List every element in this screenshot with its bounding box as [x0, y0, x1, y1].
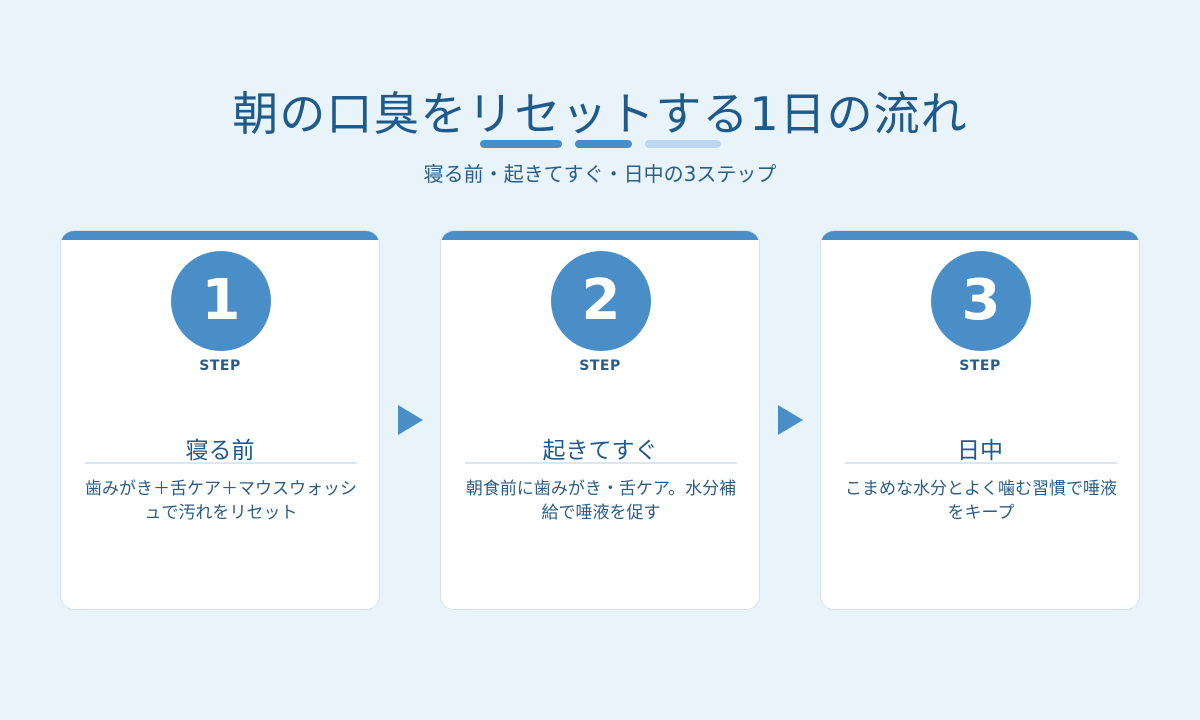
- step-description: 歯みがき＋舌ケア＋マウスウォッシュで汚れをリセット: [85, 479, 357, 523]
- step-description: 朝食前に歯みがき・舌ケア。水分補給で唾液を促す: [465, 479, 737, 523]
- step-card-1: 1 STEP 寝る前 歯みがき＋舌ケア＋マウスウォッシュで汚れをリセット: [60, 230, 380, 610]
- step-number-badge: 2: [551, 251, 651, 351]
- card-top-bar: [441, 231, 759, 240]
- title-underline-decoration: [0, 140, 1200, 150]
- step-card-2: 2 STEP 起きてすぐ 朝食前に歯みがき・舌ケア。水分補給で唾液を促す: [440, 230, 760, 610]
- step-title: 日中: [957, 438, 1003, 464]
- title-divider: [845, 462, 1117, 464]
- arrow-right-icon: [398, 405, 423, 435]
- title-divider: [465, 462, 737, 464]
- card-top-bar: [61, 231, 379, 240]
- step-card-3: 3 STEP 日中 こまめな水分とよく噛む習慣で唾液をキープ: [820, 230, 1140, 610]
- page-title: 朝の口臭をリセットする1日の流れ: [232, 87, 968, 141]
- page-subtitle: 寝る前・起きてすぐ・日中の3ステップ: [423, 162, 777, 186]
- step-number-badge: 1: [171, 251, 271, 351]
- step-number-badge: 3: [931, 251, 1031, 351]
- step-title: 起きてすぐ: [542, 438, 658, 464]
- step-label: STEP: [959, 358, 1001, 374]
- title-divider: [85, 462, 357, 464]
- underline-bar-3: [645, 140, 721, 148]
- underline-bar-1: [480, 140, 562, 148]
- arrow-right-icon: [778, 405, 803, 435]
- step-label: STEP: [579, 358, 621, 374]
- card-top-bar: [821, 231, 1139, 240]
- step-description: こまめな水分とよく噛む習慣で唾液をキープ: [845, 479, 1117, 523]
- step-label: STEP: [199, 358, 241, 374]
- underline-bar-2: [575, 140, 632, 148]
- step-title: 寝る前: [185, 438, 255, 464]
